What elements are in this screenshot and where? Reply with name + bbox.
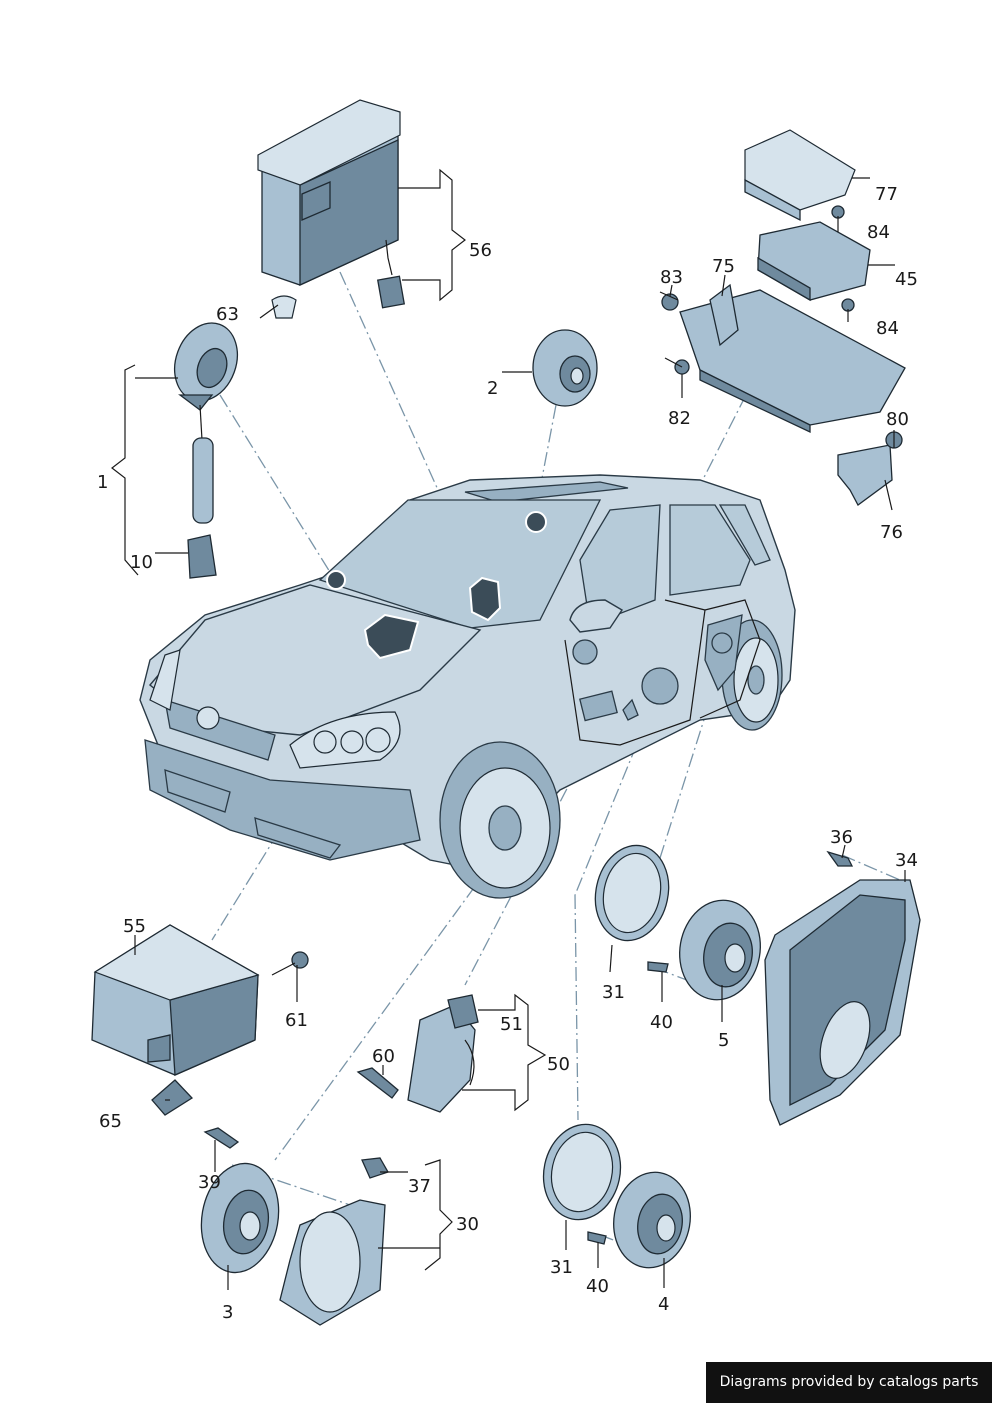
label-45: 45 [895,269,918,290]
label-4: 4 [658,1294,669,1315]
label-50: 50 [547,1054,570,1075]
label-1: 1 [97,472,108,493]
part-50-door-module [356,994,479,1113]
label-84-upper: 84 [867,222,890,243]
label-82: 82 [668,408,691,429]
part-2-speaker [532,329,598,407]
label-37: 37 [408,1176,431,1197]
label-51: 51 [500,1014,523,1035]
label-5: 5 [718,1030,729,1051]
label-2: 2 [487,378,498,399]
part-4-speaker [542,1123,691,1269]
label-40-lower: 40 [586,1276,609,1297]
label-75: 75 [712,256,735,277]
label-83: 83 [660,267,683,288]
part-5-speaker [594,844,761,1001]
label-31-lower: 31 [550,1257,573,1278]
part-75-bracket-group [659,129,906,506]
footer-credit: Diagrams provided by catalogs parts [706,1362,992,1403]
part-56-module [257,99,406,319]
label-84-lower: 84 [876,318,899,339]
part-number-labels: 1 2 3 4 5 10 30 31 31 34 36 37 39 40 40 … [97,184,918,1323]
label-60: 60 [372,1046,395,1067]
part-55-control-unit [91,924,309,1116]
part-34-trim-panel [764,850,921,1126]
label-30: 30 [456,1214,479,1235]
label-leaders [111,168,906,1290]
label-40-upper: 40 [650,1012,673,1033]
label-55: 55 [123,916,146,937]
label-31-upper: 31 [602,982,625,1003]
label-36: 36 [830,827,853,848]
label-63: 63 [216,304,239,325]
car-illustration [139,474,796,899]
part-1-speaker-assembly [174,322,238,579]
label-61: 61 [285,1010,308,1031]
label-3: 3 [222,1302,233,1323]
label-34: 34 [895,850,918,871]
label-77: 77 [875,184,898,205]
label-80: 80 [886,409,909,430]
label-39: 39 [198,1172,221,1193]
label-65: 65 [99,1111,122,1132]
part-3-speaker [200,1127,389,1326]
label-56: 56 [469,240,492,261]
label-76: 76 [880,522,903,543]
label-10: 10 [130,552,153,573]
